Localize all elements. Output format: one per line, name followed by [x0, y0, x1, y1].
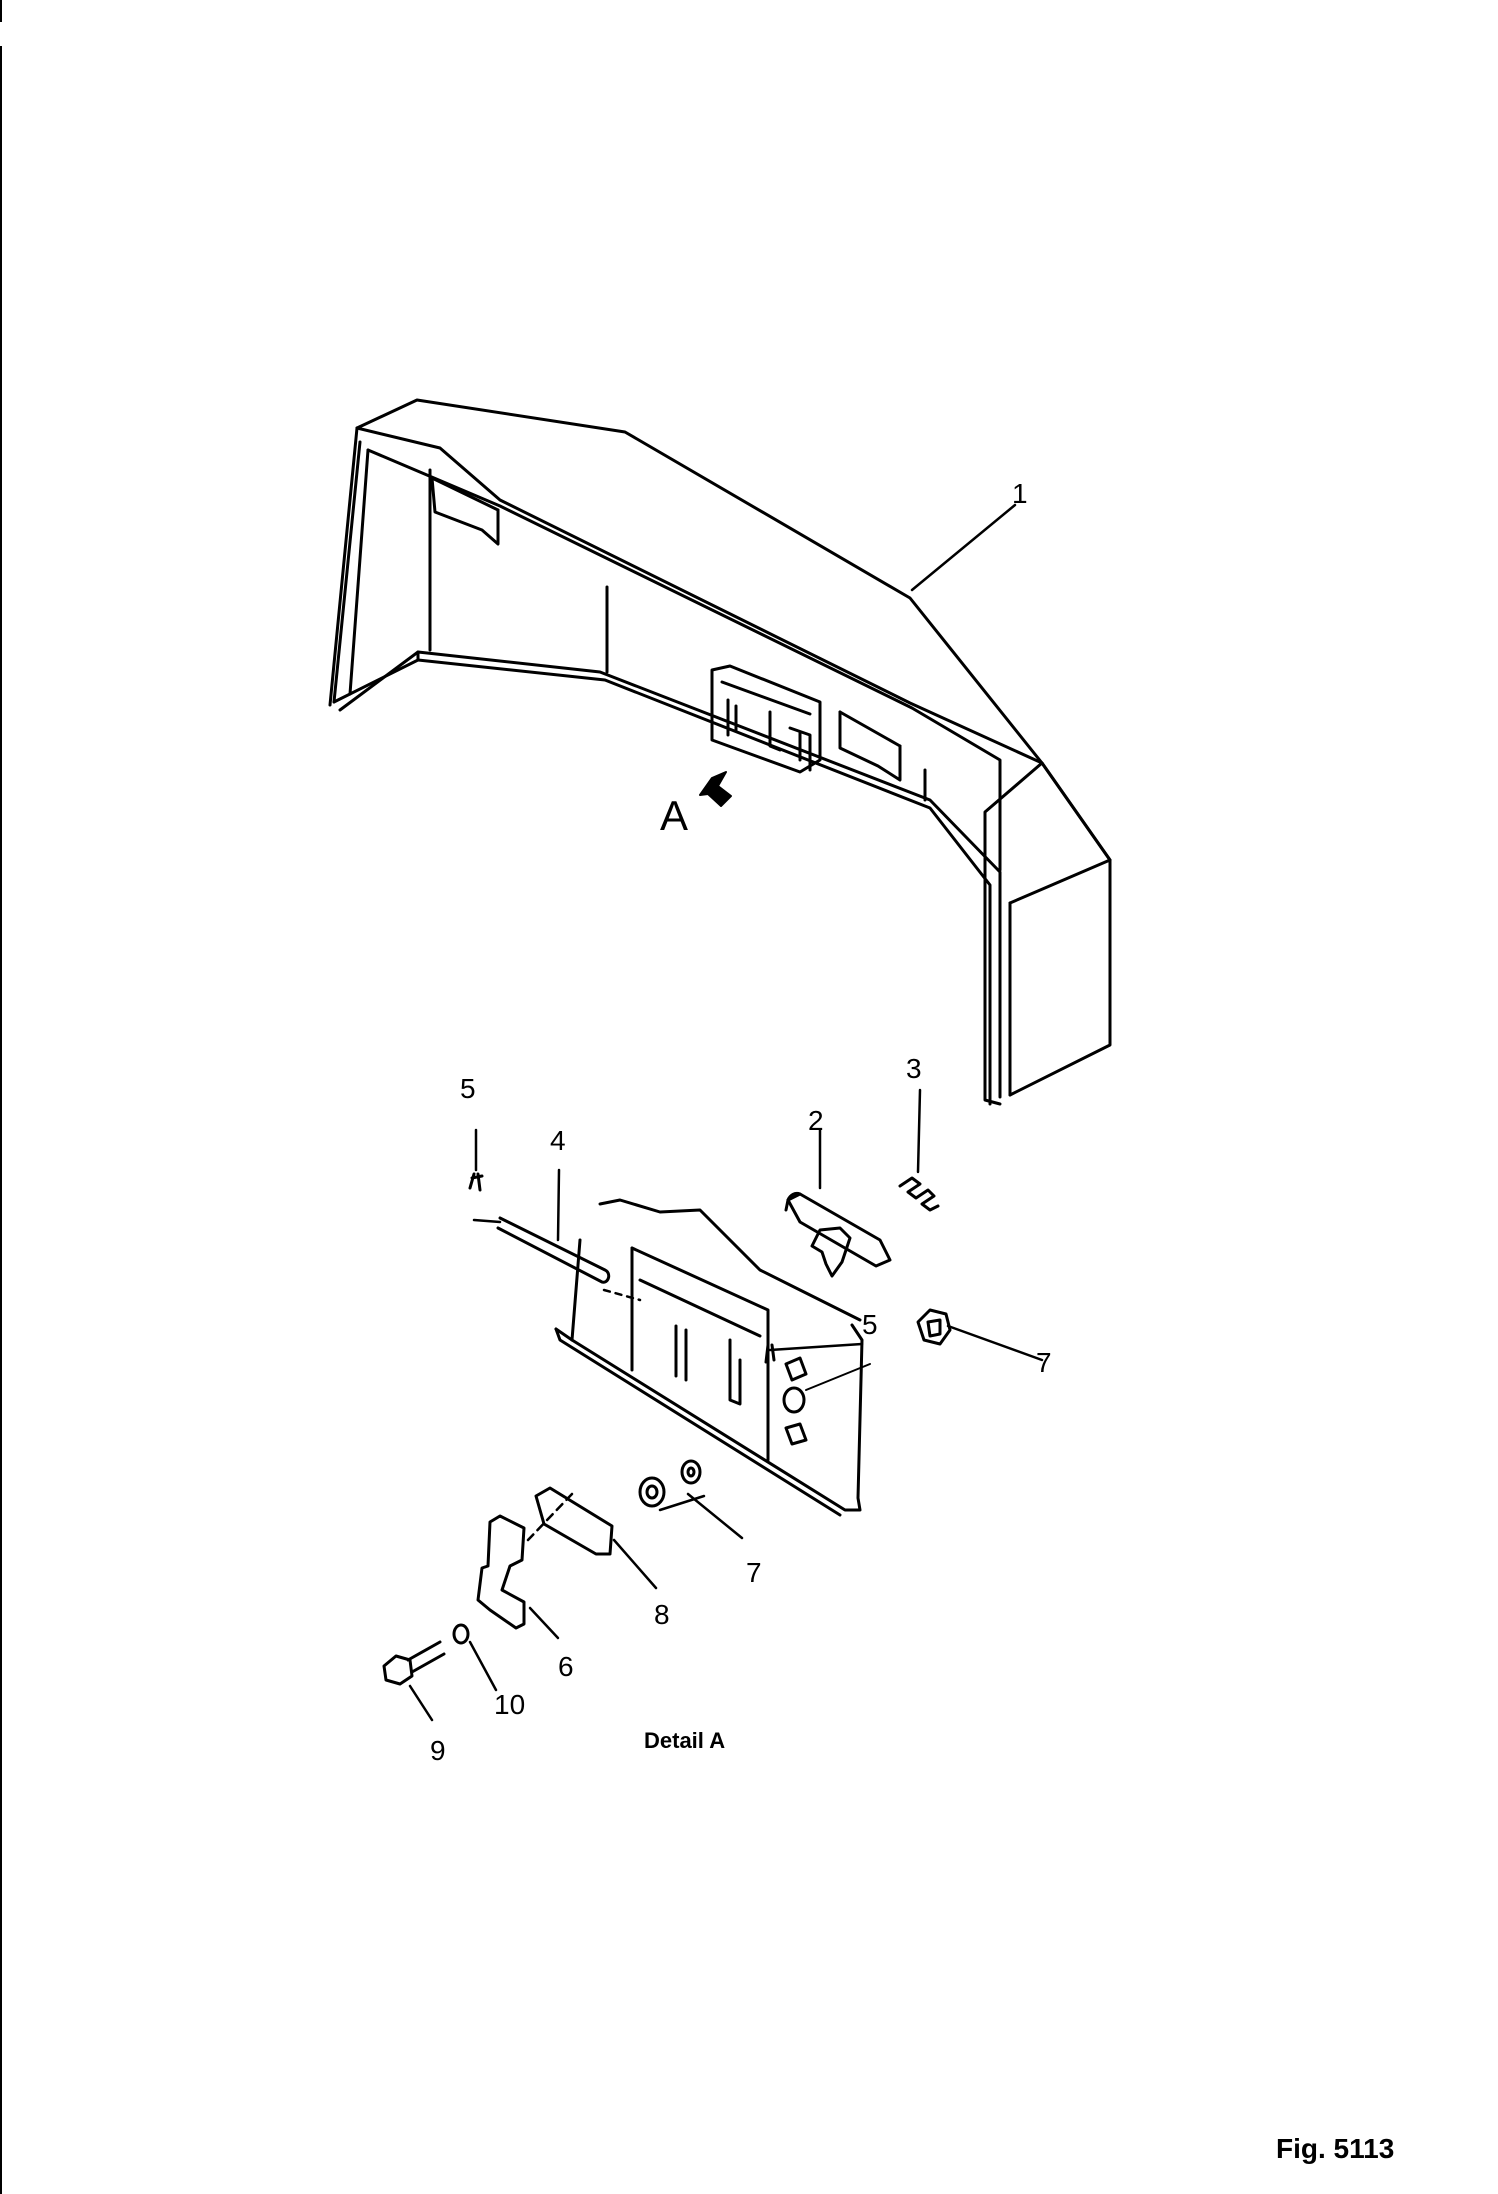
part-6-bracket — [476, 1514, 526, 1630]
callout-7-upper: 7 — [1036, 1347, 1052, 1378]
part-7-washer — [680, 1459, 702, 1485]
callout-5-right: 5 — [862, 1309, 878, 1340]
callout-7-lower: 7 — [746, 1557, 762, 1588]
part-10-washer — [452, 1623, 470, 1645]
part-3-spring — [898, 1176, 940, 1212]
view-arrow-a — [699, 771, 732, 807]
part-7-nut-lower — [638, 1476, 666, 1508]
page-border-left — [0, 46, 2, 2194]
callout-9: 9 — [430, 1735, 446, 1766]
part-5-right — [764, 1343, 776, 1364]
callout-5-left: 5 — [460, 1073, 476, 1104]
part-7-nut-upper — [916, 1308, 952, 1346]
callout-labels: 1 2 3 4 5 5 6 7 7 8 9 10 A Detail A Fig.… — [430, 478, 1394, 2164]
view-marker-a: A — [660, 792, 688, 839]
part-5-left — [468, 1172, 484, 1192]
figure-number: Fig. 5113 — [1276, 2133, 1394, 2164]
page-border-top-tick — [0, 0, 2, 22]
cover-assembly — [328, 398, 1112, 1106]
callout-3: 3 — [906, 1053, 922, 1084]
leader-lines-detail — [408, 1088, 1044, 1722]
callout-1: 1 — [1012, 478, 1028, 509]
part-2-latch — [784, 1191, 892, 1278]
callout-8: 8 — [654, 1599, 670, 1630]
part-9-bolt — [382, 1640, 446, 1686]
detail-a-parts — [382, 1172, 952, 1686]
callout-2: 2 — [808, 1105, 824, 1136]
part-4-rod — [496, 1216, 611, 1284]
callout-10: 10 — [494, 1689, 525, 1720]
detail-a-label: Detail A — [644, 1728, 725, 1753]
callout-4: 4 — [550, 1125, 566, 1156]
callout-6: 6 — [558, 1651, 574, 1682]
leader-line-1 — [910, 503, 1017, 592]
